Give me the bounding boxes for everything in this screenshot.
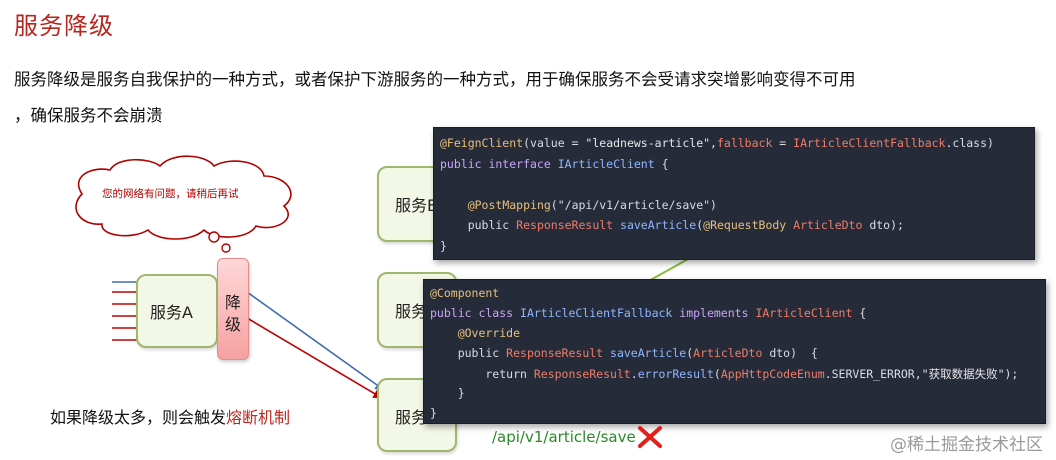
code-token: ResponseResult (506, 346, 611, 360)
watermark: @稀土掘金技术社区 (890, 435, 1043, 455)
code-token: IArticleClient (755, 306, 853, 320)
service-box-bottom-label: 服务 (395, 408, 428, 427)
code-token: implements (679, 306, 756, 320)
code-line: } (430, 386, 465, 400)
code-line: return ResponseResult.errorResult(AppHtt… (430, 366, 1018, 382)
code-token: "获取数据失败" (921, 367, 1005, 381)
code-line: } (430, 406, 437, 420)
code-token: } (440, 238, 447, 253)
code-token: ("/api/v1/article/save") (550, 197, 717, 212)
code-token (430, 326, 458, 340)
code-line: @FeignClient(value = "leadnews-article",… (440, 136, 994, 150)
code-token: = (772, 136, 794, 150)
code-token: public (440, 218, 517, 232)
note-highlight: 熔断机制 (226, 408, 291, 427)
code-token: ResponseResult (516, 218, 621, 232)
code-token: return (430, 367, 534, 381)
code-line: @Override (430, 326, 520, 340)
code-token: ); (1004, 367, 1019, 381)
code-token: @Component (430, 286, 500, 300)
code-token: public interface (440, 156, 558, 171)
code-token: } (430, 406, 437, 420)
code-token: . (630, 367, 638, 381)
code-token: saveArticle (620, 218, 697, 232)
code-token: IArticleClientFallback (520, 306, 680, 320)
code-token: saveArticle (610, 346, 687, 360)
code-token: ( (686, 346, 694, 360)
code-line: public interface IArticleClient { (440, 157, 669, 171)
code-token: IArticleClient (557, 156, 655, 171)
code-token: { (852, 306, 867, 320)
description-line-2: ，确保服务不会崩溃 (14, 106, 163, 125)
code-token: ( (523, 136, 531, 150)
circuit-breaker-note: 如果降级太多，则会触发熔断机制 (50, 404, 290, 428)
code-token: errorResult (637, 367, 714, 381)
code-line: public class IArticleClientFallback impl… (430, 306, 866, 320)
code-token: , (710, 136, 717, 150)
code-token: ResponseResult (533, 367, 631, 381)
code-line: public ResponseResult saveArticle(Articl… (430, 346, 818, 360)
code-token: @FeignClient (440, 136, 524, 150)
feign-client-code: @FeignClient(value = "leadnews-article",… (433, 127, 1035, 260)
code-token: .SERVER_ERROR, (824, 367, 922, 381)
code-token: ( (713, 367, 721, 381)
code-line: } (440, 239, 447, 253)
code-token: IArticleClientFallback (793, 136, 946, 150)
code-token: dto); (869, 218, 904, 232)
code-token: .class) (945, 136, 994, 150)
code-token: AppHttpCodeEnum (720, 367, 825, 381)
bubble-message: 您的网络有问题，请稍后再试 (102, 188, 239, 200)
code-token: fallback (716, 136, 773, 150)
code-token: ArticleDto (793, 218, 870, 232)
code-line: @PostMapping("/api/v1/article/save") (440, 198, 717, 212)
code-token: @PostMapping (467, 197, 551, 212)
code-token (440, 198, 468, 212)
fallback-class-code: @Component public class IArticleClientFal… (423, 279, 1046, 424)
service-a-label: 服务A (150, 303, 193, 322)
degrade-box: 降 级 (217, 258, 249, 360)
red-x-icon (638, 426, 662, 448)
code-line: public ResponseResult saveArticle(@Reque… (440, 218, 904, 232)
code-token: @Override (457, 326, 521, 340)
code-token: dto) { (769, 346, 818, 360)
code-token: @RequestBody (703, 218, 794, 232)
code-token: ArticleDto (693, 346, 770, 360)
code-token: ( (696, 218, 704, 232)
note-prefix: 如果降级太多，则会触发 (50, 408, 227, 427)
api-path: /api/v1/article/save (492, 428, 636, 446)
service-box-top-label: 服务B (395, 196, 438, 215)
code-token: public (430, 346, 507, 360)
service-a-box (136, 274, 218, 348)
page-title: 服务降级 (14, 12, 114, 40)
thought-bubble (75, 155, 292, 253)
code-token: "leadnews-article" (585, 136, 711, 150)
code-token: public class (430, 306, 521, 320)
degrade-label-2: 级 (224, 315, 241, 334)
code-token: } (430, 386, 465, 400)
code-token: { (654, 156, 669, 171)
degrade-label-1: 降 (224, 293, 241, 312)
code-line: @Component (430, 286, 499, 300)
service-box-middle-label: 服务 (395, 302, 428, 321)
description-line-1: 服务降级是服务自我保护的一种方式，或者保护下游服务的一种方式，用于确保服务不会受… (14, 70, 856, 89)
code-token: value = (530, 136, 586, 150)
